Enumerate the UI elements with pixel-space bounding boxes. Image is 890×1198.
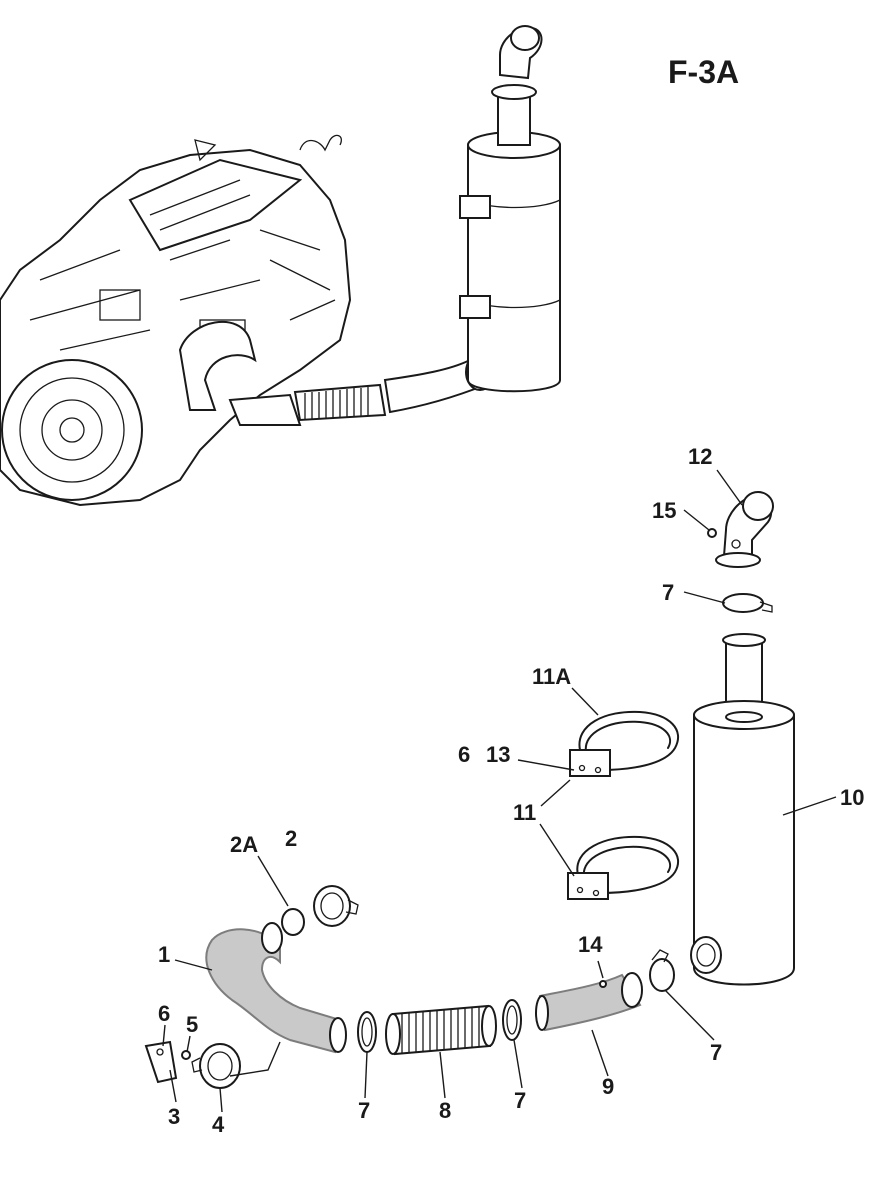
- figure-title: F-3A: [668, 54, 739, 90]
- callout-8: 8: [439, 1098, 451, 1123]
- part-8-flex-pipe: [385, 1004, 497, 1056]
- callout-3: 3: [168, 1104, 180, 1129]
- callout-13: 13: [486, 742, 510, 767]
- callout-9: 9: [602, 1074, 614, 1099]
- part-7-clamp-middle: [502, 999, 522, 1041]
- callout-2: 2: [285, 826, 297, 851]
- callout-11A: 11A: [532, 664, 571, 689]
- callout-5: 5: [186, 1012, 198, 1037]
- callout-10: 10: [840, 785, 864, 810]
- part-7-clamp-right: [649, 949, 675, 992]
- part-11A-strap-clamp: [569, 710, 680, 777]
- callout-11: 11: [513, 800, 536, 825]
- part-1-exhaust-elbow-pipe: [205, 922, 347, 1054]
- callout-7: 7: [710, 1040, 722, 1065]
- part-5-bolt: [181, 1050, 191, 1060]
- callout-15: 15: [652, 498, 676, 523]
- part-10-muffler: [690, 633, 795, 986]
- leader-lines: [162, 469, 837, 1113]
- part-2-vband-clamp: [313, 885, 359, 927]
- engine-assembly-illustration: [0, 25, 561, 507]
- part-3-bracket: [144, 1040, 178, 1084]
- callout-7: 7: [662, 580, 674, 605]
- part-15-screw: [707, 528, 717, 538]
- part-4-clamp: [191, 1043, 241, 1089]
- part-7-clamp-left: [357, 1011, 377, 1053]
- part-7-clamp-upper: [722, 593, 773, 613]
- part-12-exhaust-elbow: [715, 491, 774, 568]
- callout-12: 12: [688, 444, 712, 469]
- callout-6: 6: [158, 1001, 170, 1026]
- part-9-exhaust-pipe: [535, 972, 643, 1032]
- callout-1: 1: [158, 942, 170, 967]
- part-11-strap-clamp: [567, 835, 680, 900]
- callout-labels: 12 15 7 11A 6 13 11 10 2A 2 1 14 6 5 3 4…: [158, 444, 864, 1137]
- callout-2A: 2A: [230, 832, 258, 857]
- callout-6: 6: [458, 742, 470, 767]
- callout-7: 7: [514, 1088, 526, 1113]
- part-2A-gasket: [281, 908, 305, 936]
- callout-7: 7: [358, 1098, 370, 1123]
- exploded-parts: [144, 491, 795, 1089]
- callout-4: 4: [212, 1112, 225, 1137]
- callout-14: 14: [578, 932, 603, 957]
